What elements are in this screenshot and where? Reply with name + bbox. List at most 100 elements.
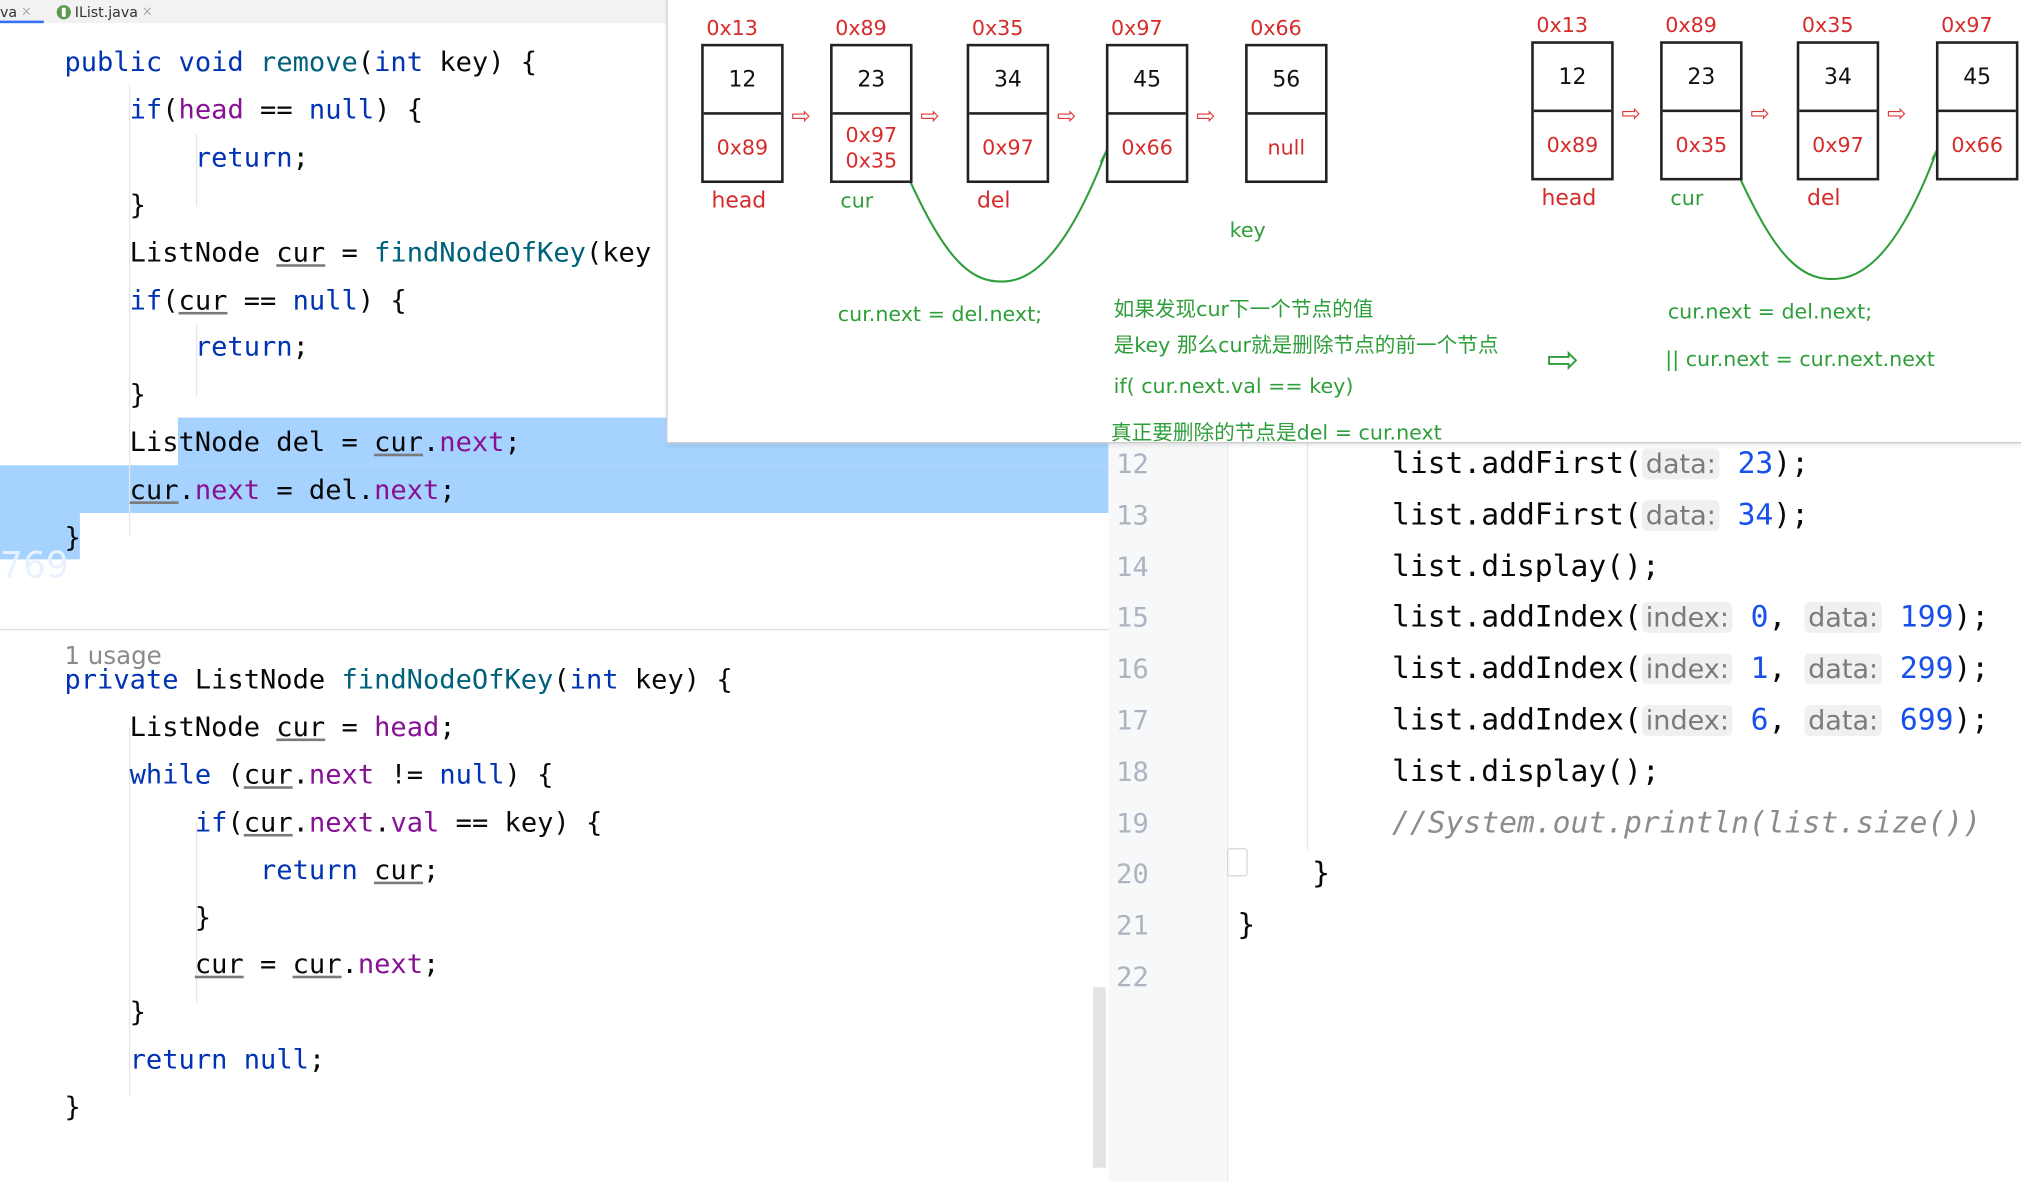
indent-guide	[128, 85, 131, 537]
code-line[interactable]: public void remove(int key) {	[64, 46, 538, 78]
code-line[interactable]: list.display();	[1392, 549, 1660, 584]
line-number[interactable]: 20	[1116, 858, 1149, 890]
parameter-hint: data:	[1804, 602, 1883, 634]
parameter-hint: index:	[1641, 602, 1733, 634]
line-number[interactable]: 21	[1116, 910, 1149, 942]
line-number[interactable]: 22	[1116, 961, 1149, 993]
code-line[interactable]: while (cur.next != null) {	[129, 758, 554, 790]
node-address: 0x35	[971, 15, 1024, 40]
node-next: 0x97	[982, 135, 1034, 160]
line-number[interactable]: 13	[1116, 499, 1149, 531]
selection-highlight	[0, 512, 80, 560]
note-line: 如果发现cur下一个节点的值	[1113, 296, 1374, 321]
node-address: 0x13	[706, 15, 758, 40]
note-line: 真正要删除的节点是del = cur.next	[1111, 420, 1442, 445]
line-number[interactable]: 12	[1116, 448, 1149, 480]
node-next: 0x35	[1675, 132, 1728, 158]
code-line[interactable]: }	[1312, 857, 1330, 892]
line-number[interactable]: 14	[1116, 551, 1149, 583]
close-icon[interactable]: ×	[141, 4, 153, 19]
line-number[interactable]: 16	[1116, 653, 1149, 685]
code-line[interactable]: if(cur.next.val == key) {	[194, 806, 603, 838]
code-line[interactable]: return null;	[129, 1044, 326, 1076]
tab-ilist-java[interactable]: IList.java ×	[56, 1, 153, 22]
watermark-text: 769	[0, 543, 69, 587]
right-arrow-icon: ⇨	[1886, 100, 1907, 128]
code-line[interactable]: }	[64, 1091, 81, 1123]
left-formula: cur.next = del.next;	[837, 301, 1043, 327]
node-value: 45	[1938, 44, 2016, 113]
bypass-curve	[906, 151, 1107, 283]
node-address: 0x66	[1250, 15, 1302, 40]
code-line[interactable]: return;	[194, 331, 309, 363]
node-value: 12	[703, 46, 782, 115]
right-arrow-icon: ⇨	[791, 103, 811, 131]
node-address: 0x97	[1941, 12, 1993, 38]
node-label: key	[1229, 217, 1266, 243]
list-node: 56 null	[1245, 43, 1328, 184]
code-line[interactable]: ListNode cur = head;	[64, 711, 456, 743]
code-line[interactable]: }	[64, 522, 81, 553]
right-arrow-icon: ⇨	[1621, 100, 1641, 128]
right-code-editor[interactable]: 12 13 14 15 16 17 18 19 20 21 22	[1108, 438, 2021, 1182]
parameter-hint: data:	[1804, 705, 1883, 736]
node-value: 45	[1108, 46, 1186, 115]
line-number[interactable]: 18	[1116, 756, 1149, 788]
code-line[interactable]: private ListNode findNodeOfKey(int key) …	[64, 663, 733, 695]
node-next: null	[1267, 135, 1306, 160]
code-comment: //System.out.println(list.size())	[1392, 806, 1981, 840]
right-arrow-icon: ⇨	[1196, 103, 1216, 131]
usage-hint[interactable]: 1 usage	[64, 641, 162, 671]
code-line[interactable]: //System.out.println(list.size())	[1392, 797, 1981, 849]
tab-java-file[interactable]: va ×	[0, 1, 32, 22]
code-line[interactable]: return cur;	[259, 854, 440, 885]
code-line[interactable]: }	[1237, 908, 1256, 943]
tab-label: va	[0, 3, 18, 20]
node-label: del	[976, 188, 1011, 214]
code-line[interactable]: ListNode del = cur.next;	[64, 426, 521, 458]
code-line[interactable]: return;	[194, 141, 309, 173]
code-line[interactable]: if(head == null) {	[129, 93, 424, 125]
parameter-hint: data:	[1641, 499, 1720, 531]
code-line[interactable]: list.addIndex(index: 1, data: 299);	[1392, 652, 1990, 686]
code-line[interactable]: cur.next = del.next;	[129, 474, 456, 506]
code-line[interactable]: }	[64, 379, 146, 411]
fold-marker-icon[interactable]	[1227, 848, 1248, 877]
code-line[interactable]: }	[64, 189, 146, 220]
editor-tab-bar: va × IList.java ×	[0, 0, 722, 25]
node-value: 34	[969, 46, 1047, 115]
code-line[interactable]: list.addIndex(index: 0, data: 199);	[1392, 601, 1990, 635]
code-line[interactable]: list.addIndex(index: 6, data: 699);	[1392, 703, 1990, 738]
argument-value: 199	[1882, 601, 1954, 635]
code-line[interactable]: }	[64, 901, 212, 933]
right-arrow-icon: ⇨	[1750, 100, 1770, 128]
code-line[interactable]: if(cur == null) {	[129, 284, 407, 316]
new-next-address: 0x97	[845, 121, 898, 147]
line-number[interactable]: 15	[1116, 602, 1149, 634]
line-number[interactable]: 19	[1116, 807, 1149, 839]
indent-guide	[195, 324, 198, 397]
close-icon[interactable]: ×	[20, 4, 32, 19]
code-line[interactable]: list.addFirst(data: 23);	[1392, 447, 1809, 481]
code-line[interactable]: list.addFirst(data: 34);	[1392, 498, 1809, 533]
node-value: 56	[1247, 46, 1325, 115]
line-number[interactable]: 17	[1116, 705, 1149, 736]
code-line[interactable]: ListNode cur = findNodeOfKey(key	[64, 236, 652, 268]
argument-value: 0	[1732, 601, 1769, 635]
code-line[interactable]: }	[64, 996, 146, 1028]
scrollbar[interactable]	[1092, 987, 1106, 1168]
node-value: 12	[1533, 44, 1612, 113]
node-label: head	[711, 188, 767, 214]
right-arrow-icon: ⇨	[1056, 103, 1077, 131]
node-label: head	[1541, 185, 1597, 212]
code-line[interactable]: cur = cur.next;	[194, 949, 440, 981]
code-line[interactable]: list.display();	[1392, 755, 1660, 789]
argument-value: 1	[1732, 652, 1769, 686]
node-next: 0x66	[1121, 135, 1173, 160]
node-next: 0x66	[1951, 132, 2003, 158]
